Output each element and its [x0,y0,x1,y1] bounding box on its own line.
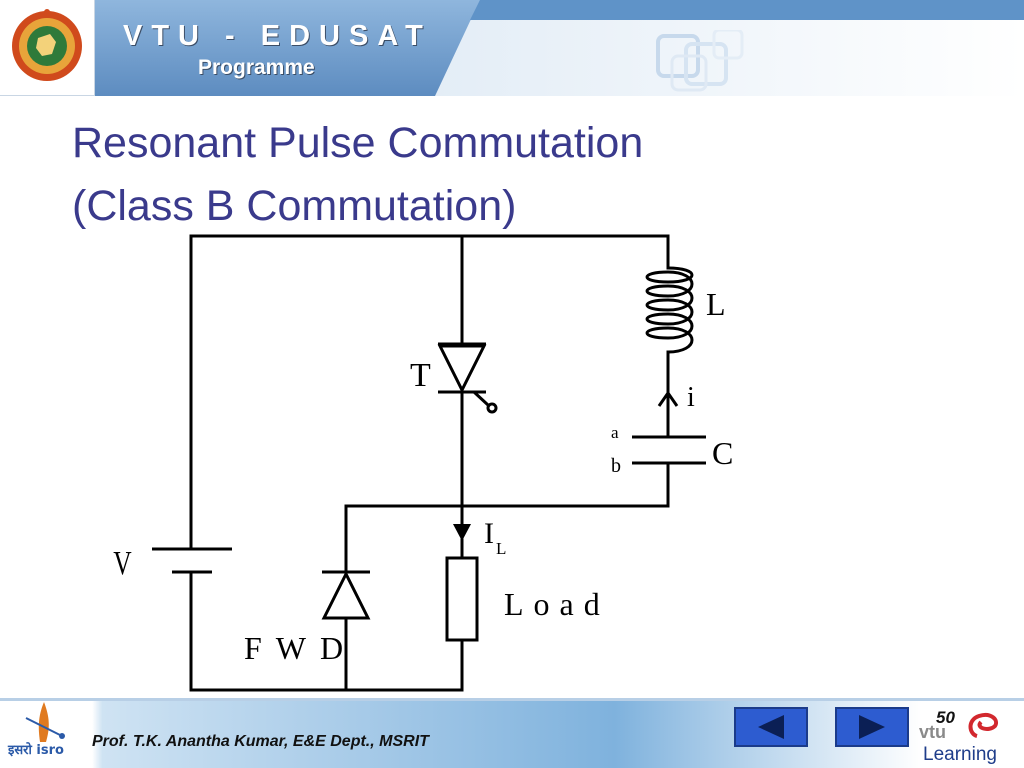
header-background [0,0,1024,96]
vtu-seal-icon [12,9,82,81]
brand-subtitle: Programme [198,56,315,79]
previous-slide-button[interactable] [734,707,808,747]
vtu-learning-logo: vtu Learning [919,713,998,765]
header-bar: VTU - EDUSAT Programme [0,0,1024,96]
decorative-squares-icon [656,30,744,92]
current-i-arrow [657,390,679,407]
brand-title: VTU - EDUSAT [123,20,432,52]
right-arrow-icon [859,715,885,739]
label-il-subscript: L [496,539,506,558]
fwd-diode-symbol [321,570,371,620]
left-arrow-icon [758,715,784,739]
thyristor-symbol [437,342,498,414]
inductor-symbol [645,266,694,354]
label-v: V [113,543,132,581]
footer-bar: इसरो isro Prof. T.K. Anantha Kumar, E&E … [0,698,1024,768]
label-c: C [712,435,733,471]
footer-credit: Prof. T.K. Anantha Kumar, E&E Dept., MSR… [92,733,429,750]
label-a: a [611,423,619,442]
label-t: T [410,357,431,394]
slide-title-line-1: Resonant Pulse Commutation [72,119,644,167]
rocket-icon [38,702,49,742]
slide-title-line-2: (Class B Commutation) [72,182,517,230]
load-resistor-symbol [445,556,479,642]
label-l: L [706,286,726,322]
e-swirl-icon [968,713,998,738]
page-number: 50 [936,708,955,727]
next-slide-button[interactable] [835,707,909,747]
load-current-arrow [453,524,471,541]
label-load: Load [504,586,610,622]
battery-symbol [152,547,232,574]
vtu-learning-text: Learning [923,744,997,765]
label-b: b [611,455,621,477]
label-i: i [687,382,695,413]
slide-title: Resonant Pulse Commutation (Class B Comm… [72,112,972,238]
isro-logo: इसरो isro [7,702,65,758]
label-fwd: FWD [244,630,357,666]
svg-text:vtu: vtu [919,722,946,742]
label-il: I [484,517,494,550]
vtu-logo [0,0,95,96]
isro-text: इसरो isro [7,742,64,758]
capacitor-symbol [632,435,706,465]
